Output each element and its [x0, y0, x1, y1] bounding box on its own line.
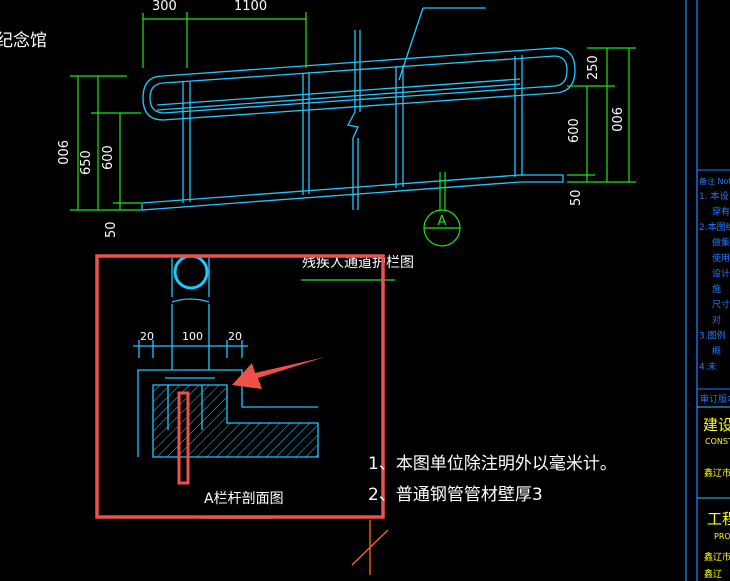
pipe-section — [173, 254, 209, 290]
dim-900-left: 900 — [54, 140, 69, 165]
note-2: 2、普通钢管管材壁厚3 — [368, 485, 543, 505]
dim-1100: 1100 — [234, 0, 267, 14]
project-line-1: 鑫辽市 — [704, 551, 730, 563]
top-dimension — [142, 12, 307, 68]
cursor-crosshair — [351, 520, 389, 575]
top-rail-inner — [149, 55, 568, 114]
project-name-fragment: 纪念馆 — [0, 30, 47, 51]
dim-250: 250 — [586, 55, 601, 80]
dim-600-left: 600 — [101, 145, 116, 170]
dim-900-right: 900 — [608, 107, 623, 132]
drawing-title: 残疾人通道护栏图 — [302, 255, 414, 271]
notes-line: 穿有 — [712, 206, 730, 218]
railing-elevation — [141, 7, 576, 211]
highlight-anchor-bar — [177, 391, 190, 485]
dim-600-right: 600 — [567, 118, 582, 143]
left-dimension — [70, 75, 141, 211]
notes-line: 3.图例 — [699, 330, 726, 342]
bottom-rail — [141, 174, 564, 211]
notes-line: 对 — [712, 314, 721, 326]
highlight-arrow — [232, 357, 325, 389]
leader-line — [398, 7, 486, 81]
notes-line: 4.未 — [699, 361, 717, 373]
project-label: 工程名 — [707, 510, 730, 528]
notes-line: 设计 — [712, 268, 730, 280]
balusters — [182, 55, 523, 203]
notes-line: 概 — [712, 345, 721, 357]
dim-650: 650 — [79, 150, 94, 175]
notes-line: 1. 本设 — [699, 190, 728, 202]
notes-header: 备注 Notes — [699, 176, 730, 186]
client-value: 鑫辽市 — [704, 467, 730, 479]
project-line-2: 鑫辽 — [704, 568, 722, 580]
top-rail-outer — [142, 47, 576, 121]
section-marker-label: A — [438, 214, 447, 229]
middle-rail — [156, 78, 521, 111]
right-dimension — [567, 47, 636, 183]
version-label: 审订版本 — [700, 393, 730, 405]
dim-300: 300 — [152, 0, 177, 14]
dim-50-right: 50 — [569, 189, 584, 206]
section-detail: 20 100 20 A栏杆剖面图 — [133, 254, 319, 507]
note-1: 1、本图单位除注明外以毫米计。 — [368, 454, 617, 474]
break-line — [347, 30, 361, 210]
notes-line: 施 — [712, 283, 721, 295]
highlight-box — [95, 254, 385, 519]
concrete-hatch — [152, 384, 319, 458]
dim-20-left: 20 — [140, 330, 154, 343]
notes-line: 做集 — [712, 237, 730, 249]
client-label: 建设单 — [703, 416, 730, 434]
dim-20-right: 20 — [228, 330, 242, 343]
notes-line: 2.本图纸 — [699, 221, 730, 233]
client-label-en: CONSTRU — [705, 437, 730, 446]
dimensions: 300 1100 900 650 600 50 250 900 600 50 A — [54, 0, 636, 247]
dim-50-left: 50 — [104, 221, 119, 238]
title-block: 备注 Notes — [685, 0, 730, 581]
dim-100: 100 — [182, 330, 203, 343]
notes-line: 尺寸 — [712, 299, 730, 311]
notes-line: 使用 — [712, 252, 730, 264]
section-caption: A栏杆剖面图 — [204, 491, 284, 507]
project-label-en: PROJ — [714, 532, 730, 541]
